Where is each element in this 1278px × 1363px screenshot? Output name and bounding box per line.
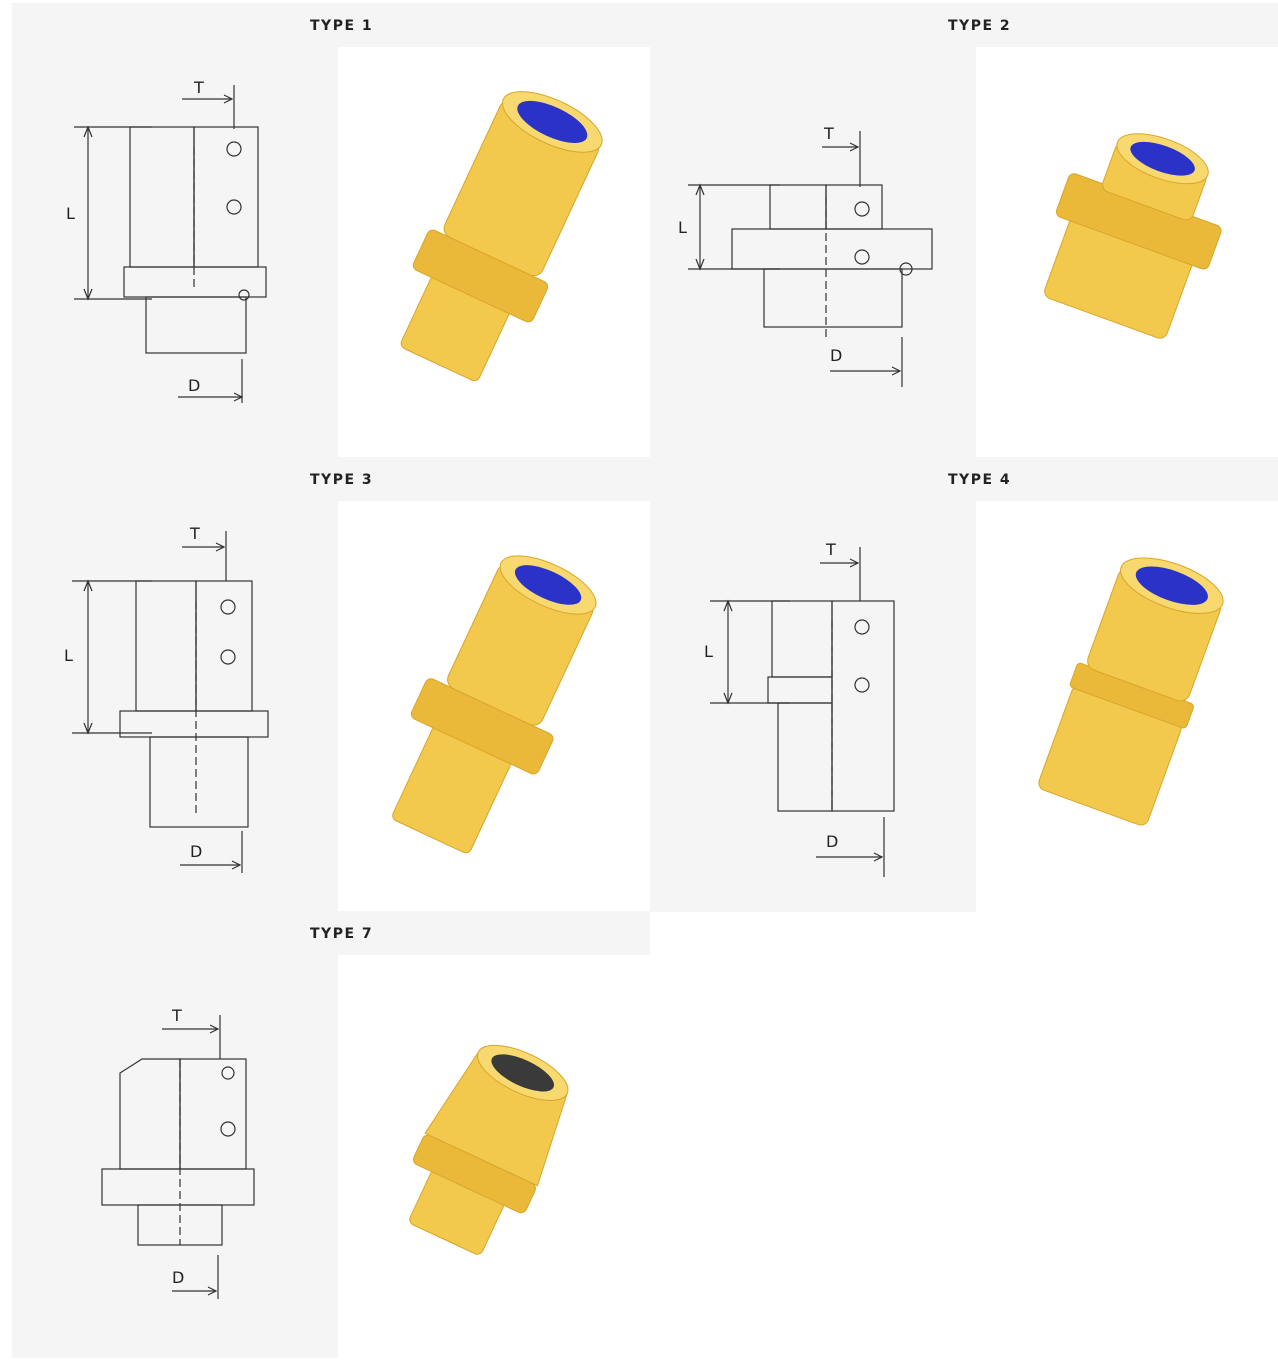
- technical-drawing: T L D: [650, 47, 976, 458]
- dim-label-l: L: [704, 642, 713, 661]
- fitting-panel-type-4: TYPE 4 T L D: [650, 457, 1278, 912]
- type-label: TYPE 7: [310, 926, 374, 942]
- dim-label-t: T: [825, 540, 836, 559]
- technical-drawing: T L D: [12, 47, 338, 458]
- technical-drawing: T L D: [650, 501, 976, 912]
- dim-label-l: L: [66, 204, 75, 223]
- dim-label-t: T: [189, 524, 200, 543]
- product-photo: [976, 501, 1278, 912]
- type-label: TYPE 3: [310, 472, 374, 488]
- product-photo: [338, 955, 650, 1358]
- dim-label-d: D: [190, 842, 202, 861]
- product-photo: [338, 47, 650, 458]
- technical-drawing: T L D: [12, 501, 338, 912]
- dim-label-d: D: [830, 346, 842, 365]
- dim-label-d: D: [172, 1268, 184, 1287]
- dim-label-t: T: [823, 124, 834, 143]
- technical-drawing: T D: [12, 955, 338, 1358]
- type-label: TYPE 2: [948, 18, 1012, 34]
- dim-label-d: D: [188, 376, 200, 395]
- dim-label-t: T: [193, 78, 204, 97]
- type-label: TYPE 1: [310, 18, 374, 34]
- fitting-panel-type-3: TYPE 3 T L D: [12, 457, 650, 912]
- product-photo: [976, 47, 1278, 458]
- dim-label-d: D: [826, 832, 838, 851]
- type-label: TYPE 4: [948, 472, 1012, 488]
- fitting-panel-type-1: TYPE 1 T: [12, 3, 650, 458]
- dim-label-l: L: [678, 218, 687, 237]
- dim-label-l: L: [64, 646, 73, 665]
- fitting-panel-type-2: TYPE 2 T L D: [650, 3, 1278, 458]
- fitting-panel-type-7: TYPE 7 T D: [12, 911, 650, 1358]
- product-photo: [338, 501, 650, 912]
- dim-label-t: T: [171, 1006, 182, 1025]
